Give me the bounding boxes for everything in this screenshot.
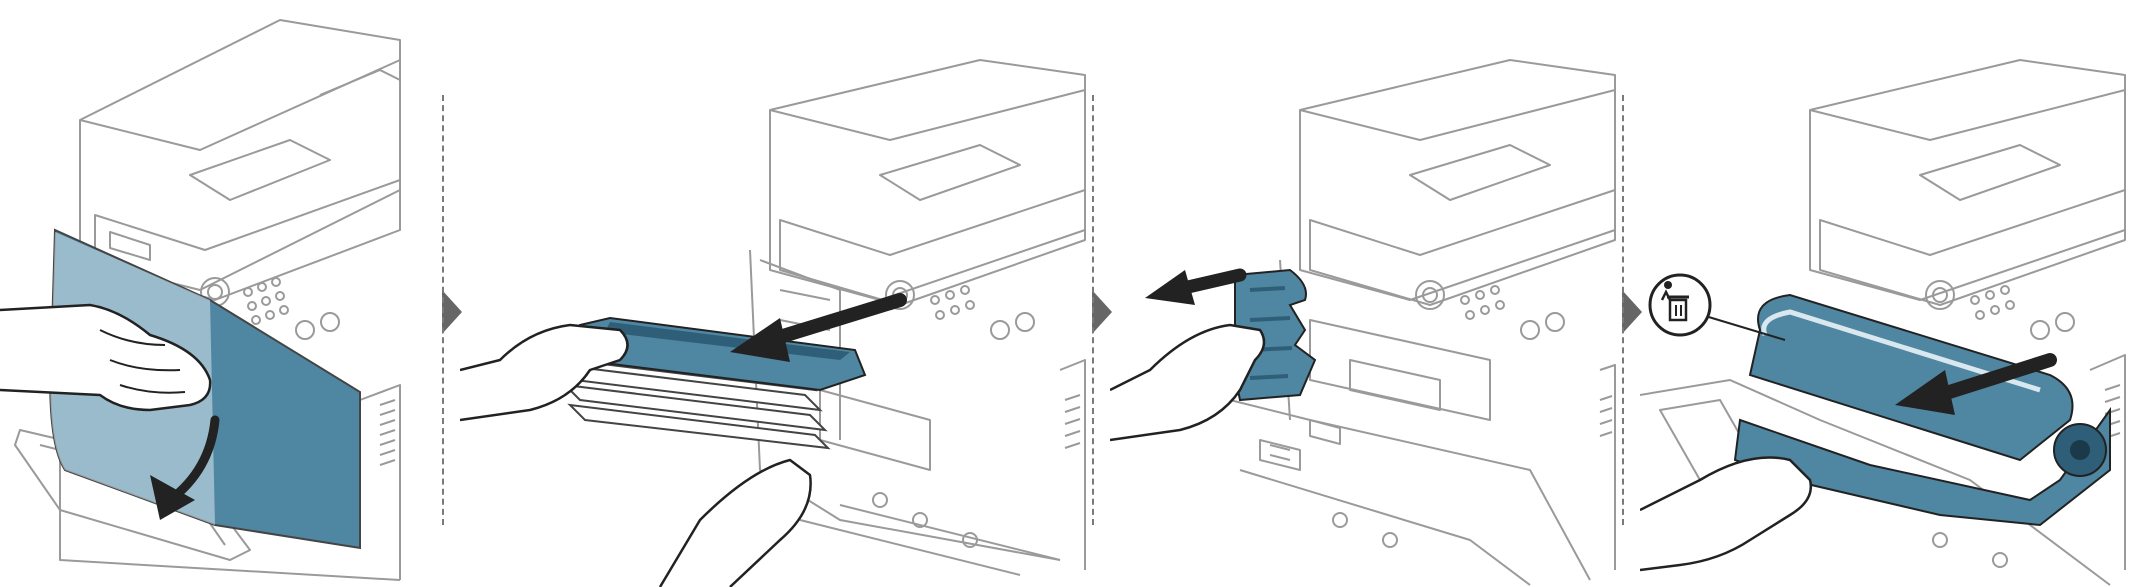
step-2-illustration xyxy=(460,59,1086,587)
hand xyxy=(1640,456,1813,572)
arrow-curved-down-icon xyxy=(150,415,220,520)
step-separator xyxy=(1092,95,1094,525)
step-separator xyxy=(442,95,444,525)
chevron-right-icon xyxy=(1622,290,1642,334)
hand xyxy=(1110,323,1266,442)
chevron-right-icon xyxy=(442,290,462,334)
hand xyxy=(658,458,812,587)
step-4-illustration xyxy=(1640,59,2126,586)
chevron-right-icon xyxy=(1092,290,1112,334)
imaging-unit xyxy=(1733,293,2111,527)
trash-recycle-icon xyxy=(1648,273,1712,337)
hand xyxy=(460,323,629,422)
arrow-left-icon xyxy=(1895,353,2057,415)
step-separator xyxy=(1622,95,1624,525)
step-3-panel xyxy=(1110,0,1620,587)
step-4-panel xyxy=(1640,0,2129,587)
callout-line xyxy=(1701,314,1786,341)
arrow-left-icon xyxy=(730,293,907,362)
arrow-left-icon xyxy=(1145,268,1247,305)
step-1-panel xyxy=(0,0,440,587)
hand xyxy=(0,303,212,412)
step-3-illustration xyxy=(1110,59,1616,586)
waste-toner-container xyxy=(1234,268,1317,402)
step-2-panel xyxy=(460,0,1090,587)
step-1-illustration xyxy=(0,19,401,581)
